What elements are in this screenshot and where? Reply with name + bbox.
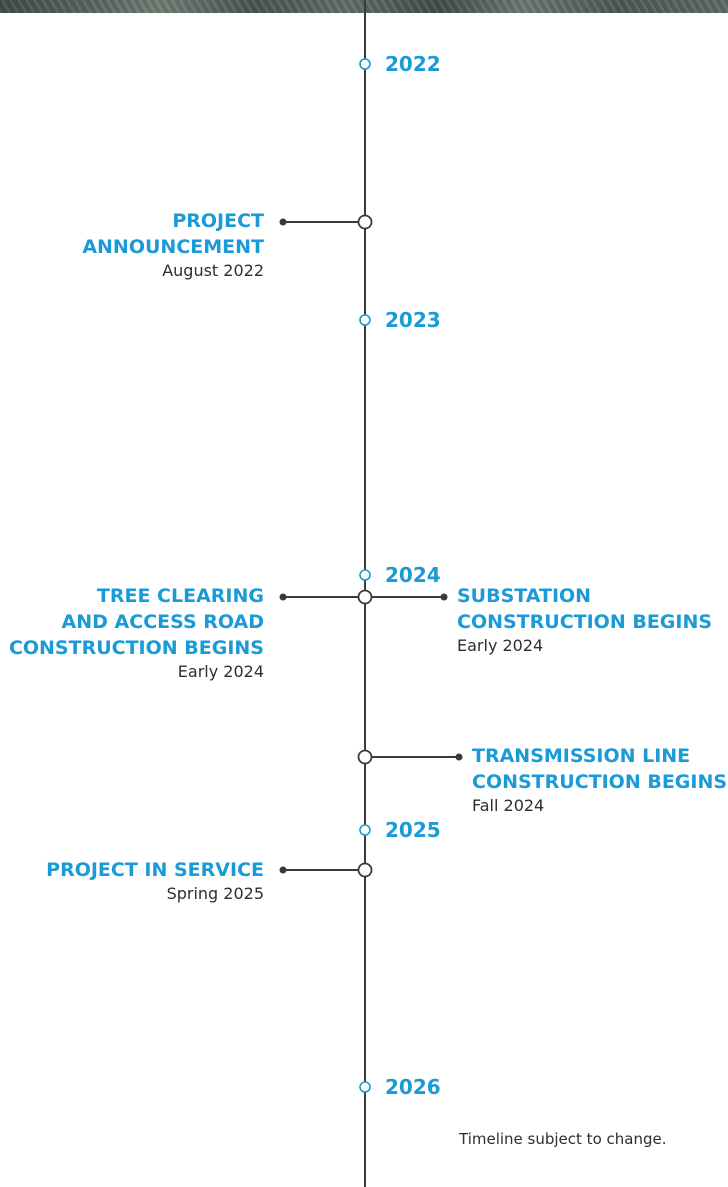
event-date: Early 2024 [177,662,264,681]
event-project-in-service: PROJECT IN SERVICE Spring 2025 [46,857,264,905]
connector-dot-substation [440,593,448,601]
event-tree-clearing: TREE CLEARING AND ACCESS ROAD CONSTRUCTI… [9,583,264,683]
event-node-project-announcement [357,214,373,230]
event-node-project-in-service [357,862,373,878]
event-date: Fall 2024 [472,796,545,815]
event-transmission-line: TRANSMISSION LINE CONSTRUCTION BEGINS Fa… [472,743,727,817]
timeline-note: Timeline subject to change. [459,1130,667,1148]
event-title: TREE CLEARING AND ACCESS ROAD CONSTRUCTI… [8,585,264,659]
event-node-2024-early [357,589,373,605]
event-title: TRANSMISSION LINE CONSTRUCTION BEGINS [472,745,728,793]
event-date: Early 2024 [457,636,544,655]
year-marker-2022 [359,58,371,70]
year-label-2025: 2025 [385,818,441,842]
event-title: SUBSTATION CONSTRUCTION BEGINS [457,585,713,633]
connector-dot-tree-clearing [279,593,287,601]
year-marker-2023 [359,314,371,326]
year-marker-2024 [359,569,371,581]
year-label-2022: 2022 [385,52,441,76]
year-label-2024: 2024 [385,563,441,587]
event-substation: SUBSTATION CONSTRUCTION BEGINS Early 202… [457,583,712,657]
year-marker-2025 [359,824,371,836]
event-node-transmission-line [357,749,373,765]
event-date: August 2022 [162,261,264,280]
connector-dot-project-announcement [279,218,287,226]
year-label-2026: 2026 [385,1075,441,1099]
event-date: Spring 2025 [166,884,264,903]
connector-dot-project-in-service [279,866,287,874]
year-label-2023: 2023 [385,308,441,332]
event-project-announcement: PROJECT ANNOUNCEMENT August 2022 [82,208,264,282]
year-marker-2026 [359,1081,371,1093]
event-title: PROJECT ANNOUNCEMENT [82,210,264,258]
event-title: PROJECT IN SERVICE [46,859,264,881]
connector-dot-transmission-line [455,753,463,761]
